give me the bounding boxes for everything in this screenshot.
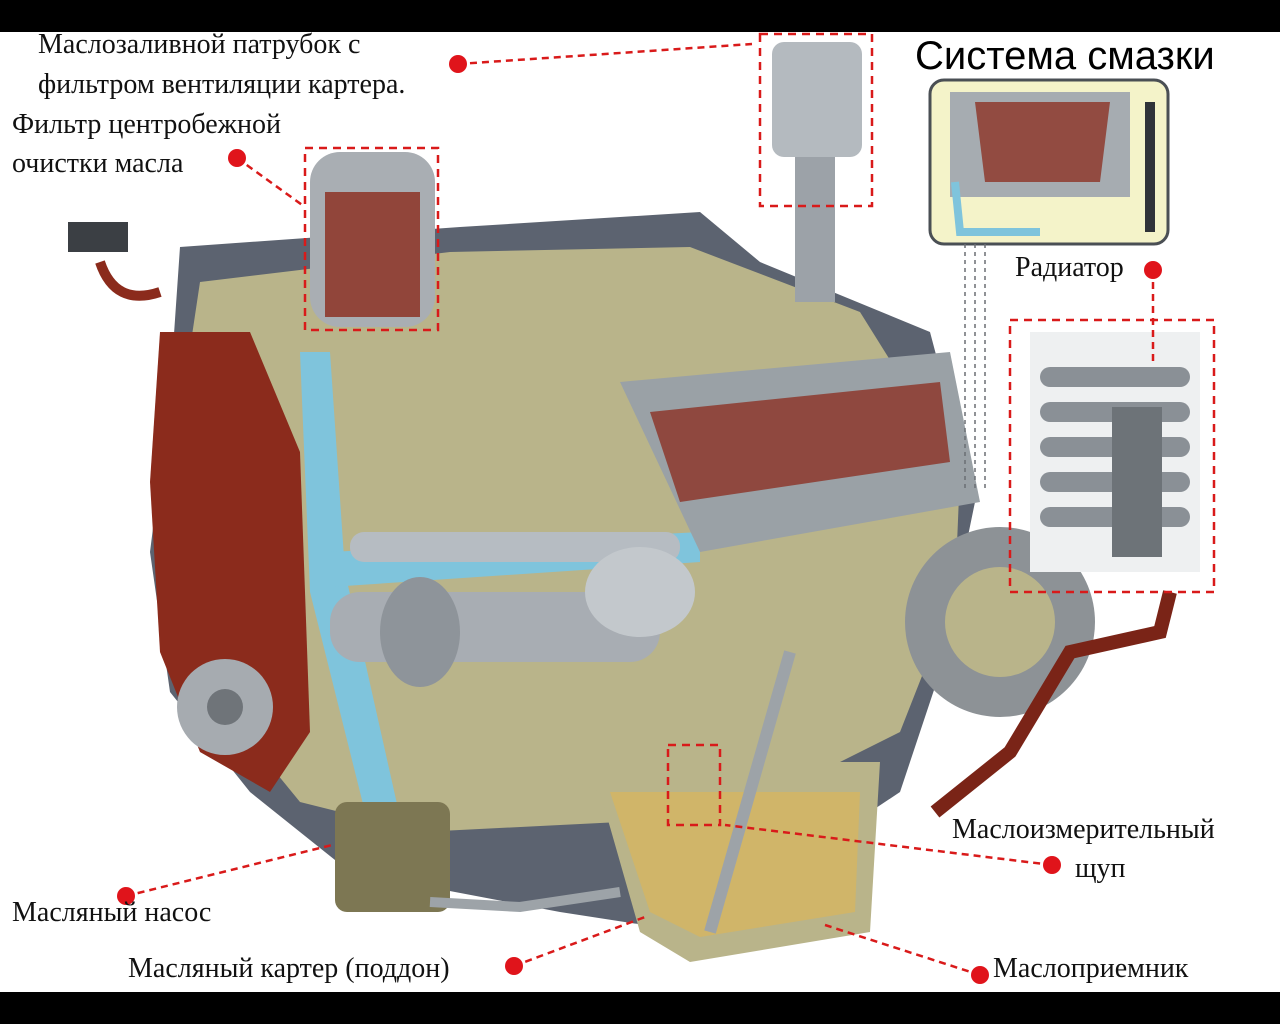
dot-oil-pan [505,957,523,975]
radiator-hose [930,590,1177,818]
leader-oil-intake [824,923,981,977]
dot-centrifugal-filter [228,149,246,167]
slide: Система смазки Маслозаливной патрубок с … [0,32,1280,992]
oil-drain-pipe [429,887,621,913]
label-oil-filler-line2: фильтром вентиляции картера. [38,69,406,100]
cylinder-bank-red [650,382,950,502]
callout-box-oil-filler [758,32,874,208]
centrifugal-filter-core [325,192,420,317]
callout-box-dipstick [666,743,722,827]
dot-dipstick [1043,856,1061,874]
leader-oil-filler [457,42,753,66]
leader-oil-pump [125,843,333,898]
camshaft [350,532,680,562]
dot-radiator [1144,261,1162,279]
lubrication-inset [928,78,1170,246]
oil-radiator [1030,332,1200,572]
callout-box-radiator [1008,318,1216,594]
callout-box-centrifugal-filter [303,146,440,332]
oil-pump [335,802,450,912]
pulley-inner [945,567,1055,677]
label-oil-intake: Маслоприемник [993,953,1189,984]
label-centrifugal-filter-line2: очистки масла [12,148,184,179]
label-dipstick-line1: Маслоизмерительный [952,814,1215,845]
dipstick [704,650,796,934]
leader-dipstick [724,823,1053,867]
leader-oil-pan [513,915,646,968]
oil-pressure-gauge [68,222,128,252]
label-dipstick-line2: щуп [1075,853,1126,884]
label-radiator: Радиатор [1015,252,1124,283]
label-oil-pump: Масляный насос [12,897,212,928]
oil-channel-main [300,352,410,872]
dot-oil-intake [971,966,989,984]
label-oil-filler-line1: Маслозаливной патрубок с [38,32,361,60]
crankshaft-counterweight [380,577,460,687]
engine-illustration [68,32,1216,984]
leader-centrifugal-filter [236,156,306,209]
dot-oil-pump [117,887,135,905]
diagram-title: Система смазки [915,34,1215,78]
oil-filler-cap [772,42,862,157]
label-centrifugal-filter-line1: Фильтр центробежной [12,109,281,140]
piston [585,547,695,637]
label-oil-pan: Масляный картер (поддон) [128,953,450,984]
dot-oil-filler [449,55,467,73]
